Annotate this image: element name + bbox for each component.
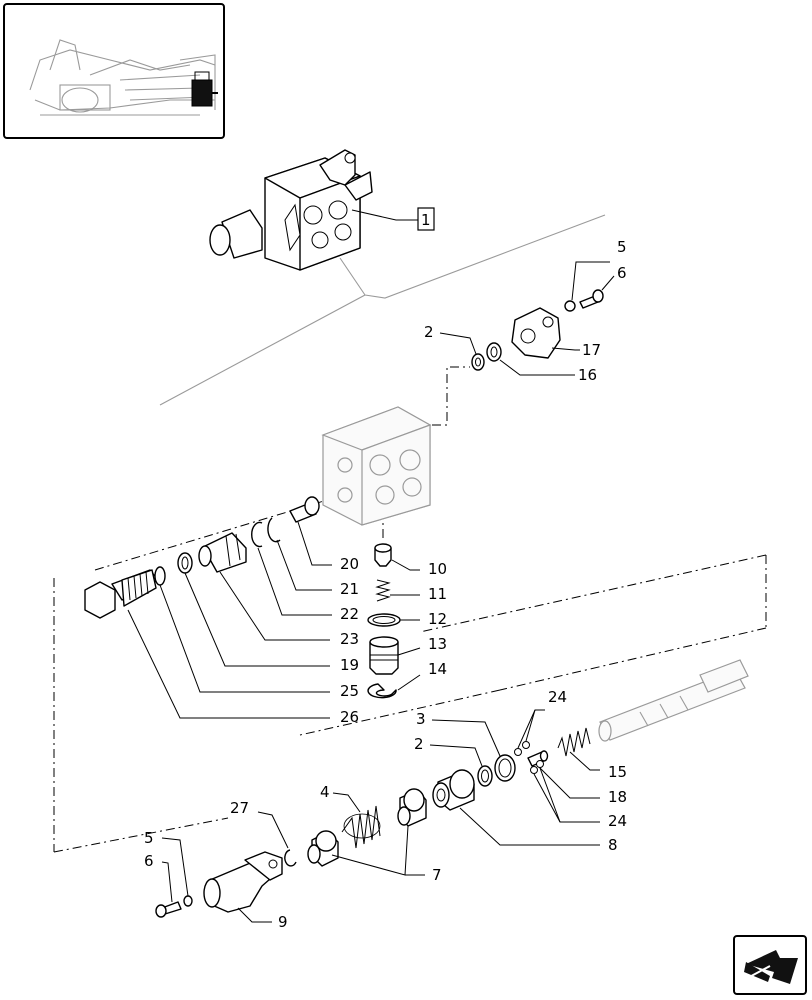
- callout-12: 12: [428, 610, 447, 628]
- item-4-spring: [332, 792, 381, 849]
- callout-3: 3: [416, 710, 426, 728]
- item-19-ring: [177, 552, 330, 667]
- item-6-bolt-lower: [155, 861, 182, 918]
- callout-16: 16: [578, 366, 597, 384]
- item-7-caps: [307, 788, 427, 876]
- callout-7: 7: [432, 866, 442, 884]
- callout-4: 4: [320, 783, 330, 801]
- item-3-ring: [431, 719, 516, 782]
- item-2-ring-top: [439, 332, 485, 371]
- callout-19: 19: [340, 656, 359, 674]
- item-20-pin: [289, 496, 332, 566]
- callout-8: 8: [608, 836, 618, 854]
- item-8-housing: [432, 769, 600, 846]
- callout-24-bottom: 24: [608, 812, 627, 830]
- item-26-plug: [84, 569, 330, 719]
- callout-9: 9: [278, 913, 288, 931]
- callout-2-lower: 2: [414, 735, 424, 753]
- item-5-washer-lower: [161, 837, 193, 907]
- item-22-ring: [251, 521, 332, 616]
- callout-23: 23: [340, 630, 359, 648]
- callout-6-lower: 6: [144, 852, 154, 870]
- callout-5-top: 5: [617, 238, 627, 256]
- callout-1: 1: [421, 211, 431, 229]
- item-15-spring: [557, 727, 600, 771]
- item-23-spool: [198, 532, 330, 641]
- item-24-balls: [514, 709, 600, 823]
- location-thumbnail: [3, 3, 225, 139]
- ghost-leader: [159, 214, 606, 406]
- next-page-arrow-icon[interactable]: [733, 935, 807, 995]
- item-11-spring: [375, 579, 420, 602]
- callout-14: 14: [428, 660, 447, 678]
- item-21-clip: [267, 517, 332, 591]
- callout-15: 15: [608, 763, 627, 781]
- callout-17: 17: [582, 341, 601, 359]
- valve-section-main: [209, 149, 435, 271]
- rod-ghost: [598, 659, 749, 742]
- assembly-lines: [53, 366, 767, 853]
- item-25-ring: [154, 566, 330, 693]
- callout-20: 20: [340, 555, 359, 573]
- item-16-seal: [486, 342, 575, 376]
- item-2-ring-lower: [429, 744, 493, 787]
- callout-21: 21: [340, 580, 359, 598]
- callout-18: 18: [608, 788, 627, 806]
- item-14-clip: [367, 674, 421, 699]
- callout-13: 13: [428, 635, 447, 653]
- valve-section-ghost: [321, 406, 432, 526]
- item-17-bracket: [511, 307, 580, 359]
- item-10-plunger: [374, 543, 420, 571]
- callout-22: 22: [340, 605, 359, 623]
- callout-26: 26: [340, 708, 359, 726]
- callout-25: 25: [340, 682, 359, 700]
- item-18-pin: [527, 750, 600, 799]
- item-6-bolt-top: [579, 275, 615, 309]
- callout-27: 27: [230, 799, 249, 817]
- item-13-sleeve: [369, 636, 421, 675]
- callout-6-top: 6: [617, 264, 627, 282]
- callout-2-top: 2: [424, 323, 434, 341]
- callout-5-lower: 5: [144, 829, 154, 847]
- callout-10: 10: [428, 560, 447, 578]
- callout-11: 11: [428, 585, 447, 603]
- item-9-cover: [203, 851, 283, 923]
- callout-24-top: 24: [548, 688, 567, 706]
- item-5-washer-top: [564, 261, 610, 312]
- item-12-oring: [367, 613, 420, 627]
- item-27-ring: [257, 811, 297, 867]
